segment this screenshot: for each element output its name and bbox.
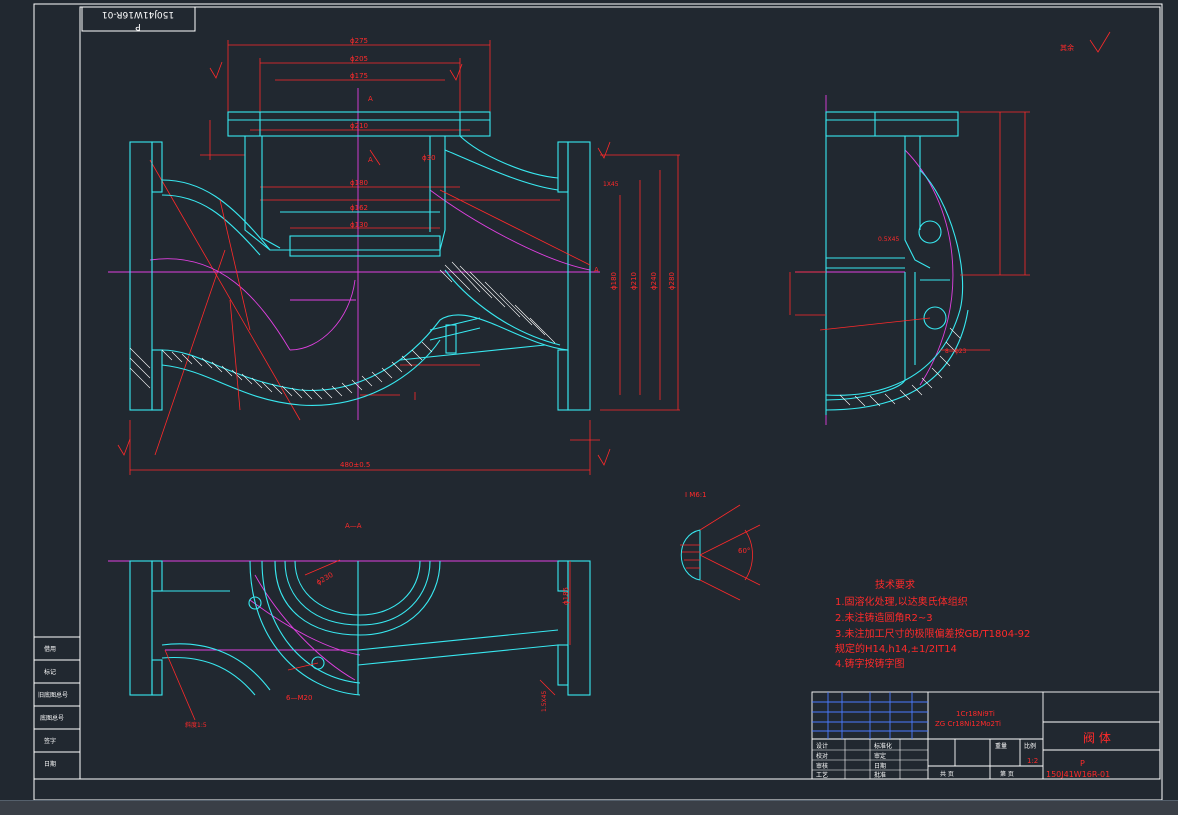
tb-weight-label: 重量 [995, 742, 1007, 750]
section-label: A—A [345, 522, 362, 530]
tech-item-5: 4.铸字按铸字图 [835, 657, 905, 670]
front-view-dimension-labels: ϕ275 ϕ205 ϕ175 ϕ210 ϕ180 ϕ162 ϕ130 ϕ30 4… [340, 37, 436, 469]
tb-label-date: 日期 [874, 762, 886, 770]
scale-value: 1:2 [1027, 757, 1038, 765]
side-view[interactable]: 0.5X45 8—ϕ23 其余 [789, 43, 1074, 425]
chamfer-note-1: 1X45 [603, 181, 619, 188]
detail-view[interactable]: I M6:1 60° [680, 491, 761, 601]
strip-label-5: 签字 [44, 737, 56, 745]
front-view-centerlines [108, 88, 600, 420]
chamfer-note-3: 1.5X45 [541, 691, 548, 712]
dim-275: ϕ275 [350, 37, 368, 45]
tb-label-ratify: 批准 [874, 771, 886, 779]
stamp-letter: P [135, 21, 141, 31]
side-view-hatching [839, 327, 961, 407]
rotated-stamp: P 150J41W16R-01 [81, 6, 196, 32]
detail-dimensions [680, 504, 761, 601]
chamfer-note-2: 0.5X45 [878, 236, 899, 243]
hole-note-side: 8—ϕ23 [945, 348, 967, 355]
drawing-number: 150J41W16R-01 [1046, 770, 1110, 779]
section-dimensions [164, 559, 571, 721]
side-view-body [825, 111, 969, 415]
tech-item-3: 3.未注加工尺寸的极限偏差按GB/T1804-92 [835, 627, 1030, 640]
title-block: 设计 校对 审核 工艺 标准化 审定 日期 批准 重量 比例 共 页 第 页 1… [811, 691, 1161, 780]
dim-210: ϕ210 [350, 122, 368, 130]
stamp-code: 150J41W16R-01 [102, 9, 174, 19]
left-strip-table [33, 636, 81, 780]
detail-label: I M6:1 [685, 491, 707, 499]
part-name: 阀 体 [1083, 731, 1111, 745]
front-view-right-dimensions: ϕ180 ϕ210 ϕ240 ϕ280 [610, 272, 676, 290]
section-marker-a-right: A [594, 266, 599, 274]
material-2: ZG Cr18Ni12Mo2Ti [935, 720, 1001, 728]
section-body [129, 560, 591, 696]
tb-sheet-label: 共 页 [940, 770, 954, 778]
dim-180: ϕ180 [350, 179, 368, 187]
dim-r280: ϕ280 [668, 272, 676, 290]
dim-130: ϕ130 [350, 221, 368, 229]
tb-label-review: 审核 [816, 762, 828, 770]
dim-175: ϕ175 [350, 72, 368, 80]
front-view-body [129, 111, 591, 411]
roughness-symbols [117, 31, 1111, 466]
strip-label-3: 旧底图总号 [38, 691, 68, 699]
dim-r240: ϕ240 [650, 272, 658, 290]
section-marker-a-top: A [368, 95, 373, 103]
dim-205: ϕ205 [350, 55, 368, 63]
tb-label-process: 工艺 [816, 771, 828, 779]
front-view-arcs [219, 149, 591, 411]
tech-item-4: 规定的H14,h14,±1/2IT14 [835, 642, 957, 655]
side-view-dimensions [789, 111, 1030, 351]
tb-label-design: 设计 [816, 742, 828, 750]
dim-162: ϕ162 [350, 204, 368, 212]
tech-item-1: 1.固溶化处理,以达奥氏体组织 [835, 595, 968, 608]
dim-r210: ϕ210 [630, 272, 638, 290]
slope-note: 斜度1:5 [185, 721, 207, 729]
dim-185: ϕ185 [562, 587, 570, 605]
stage-mark: P [1080, 759, 1085, 768]
tb-sheet-label-2: 第 页 [1000, 770, 1014, 778]
material-1: 1Cr18Ni9Ti [956, 710, 995, 718]
tech-title: 技术要求 [875, 578, 915, 591]
section-centerlines [108, 560, 590, 681]
status-bar [0, 800, 1178, 815]
tb-scale-label: 比例 [1024, 742, 1036, 750]
strip-label-6: 日期 [44, 760, 56, 768]
tb-label-approve: 审定 [874, 752, 886, 760]
strip-label-1: 借用 [44, 645, 56, 653]
roughness-note: 其余 [1060, 43, 1074, 52]
left-strip-labels: 借用 标记 旧底图总号 底图总号 签字 日期 [38, 645, 68, 768]
section-view-aa[interactable]: A—A [108, 522, 591, 729]
tb-label-check: 校对 [816, 752, 828, 760]
dim-r180: ϕ180 [610, 272, 618, 290]
strip-label-4: 底图总号 [40, 714, 64, 722]
dim-30: ϕ30 [422, 154, 436, 162]
dim-overall-length: 480±0.5 [340, 461, 370, 469]
front-view-dimensions [129, 40, 680, 475]
tech-item-2: 2.未注铸造圆角R2~3 [835, 611, 933, 624]
drawing-frame [33, 3, 1163, 801]
dim-230: ϕ230 [315, 571, 335, 587]
detail-angle: 60° [738, 547, 750, 555]
strip-label-2: 标记 [44, 668, 56, 676]
side-view-centerlines [795, 95, 954, 425]
section-marker-a-mid: A [368, 156, 373, 164]
hole-note-front: 6—M20 [286, 694, 312, 702]
technical-requirements: 技术要求 1.固溶化处理,以达奥氏体组织 2.未注铸造圆角R2~3 3.未注加工… [835, 578, 1030, 670]
front-view[interactable]: ϕ275 ϕ205 ϕ175 ϕ210 ϕ180 ϕ162 ϕ130 ϕ30 4… [108, 31, 1111, 475]
detail-outline [680, 529, 701, 581]
tb-label-standard: 标准化 [874, 742, 892, 750]
front-view-hatching [129, 261, 556, 400]
